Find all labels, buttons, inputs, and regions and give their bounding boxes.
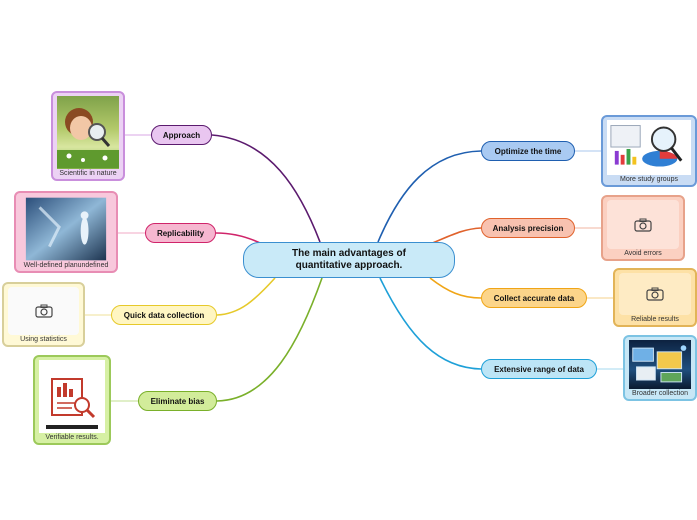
card-caption: Reliable results — [631, 316, 679, 323]
card-caption: Scientific in nature — [59, 170, 117, 177]
branch-approach[interactable]: Approach — [151, 125, 212, 145]
card-avoid-errors[interactable]: Avoid errors — [601, 195, 685, 261]
card-caption: Avoid errors — [624, 250, 662, 257]
branch-quick-label: Quick data collection — [123, 310, 205, 320]
camera-icon — [34, 304, 53, 318]
branch-eliminate-bias[interactable]: Eliminate bias — [138, 391, 217, 411]
connector-extensive — [379, 277, 482, 370]
connector-quick — [216, 277, 276, 316]
branch-bias-label: Eliminate bias — [150, 396, 205, 406]
card-caption: Using statistics — [20, 336, 67, 343]
camera-icon — [646, 287, 664, 301]
card-well-defined-plan[interactable]: Well-defined planundefined — [14, 191, 118, 273]
card-more-study-groups[interactable]: More study groups — [601, 115, 697, 187]
branch-replicability-label: Replicability — [156, 228, 205, 238]
branch-replicability[interactable]: Replicability — [145, 223, 216, 243]
photo-child-magnifier — [57, 96, 119, 169]
card-using-statistics[interactable]: Using statistics — [2, 282, 85, 347]
photo-abstract-figure — [20, 196, 112, 261]
camera-icon — [634, 218, 652, 232]
media-devices-image — [629, 340, 691, 389]
connector-bias — [216, 277, 323, 402]
central-topic-line2: quantitative approach. — [295, 260, 403, 271]
image-placeholder — [607, 200, 679, 249]
branch-optimize-label: Optimize the time — [494, 146, 562, 156]
branch-quick-data-collection[interactable]: Quick data collection — [111, 305, 217, 325]
branch-analysis-label: Analysis precision — [492, 223, 564, 233]
charts-magnifier-image — [607, 120, 691, 175]
connector-collect — [429, 277, 482, 299]
card-caption: Verifiable results. — [45, 434, 99, 441]
central-topic-line1: The main advantages of — [292, 248, 406, 259]
report-magnifier-icon — [39, 360, 105, 433]
card-verifiable-results[interactable]: Verifiable results. — [33, 355, 111, 445]
card-broader-collection[interactable]: Broader collection — [623, 335, 697, 401]
branch-analysis-precision[interactable]: Analysis precision — [481, 218, 575, 238]
connector-optimize — [377, 150, 482, 243]
branch-optimize-the-time[interactable]: Optimize the time — [481, 141, 575, 161]
branch-extensive-range-of-data[interactable]: Extensive range of data — [481, 359, 597, 379]
card-caption: More study groups — [620, 176, 678, 183]
card-scientific-in-nature[interactable]: Scientific in nature — [51, 91, 125, 181]
card-caption: Broader collection — [631, 390, 689, 397]
card-reliable-results[interactable]: Reliable results — [613, 268, 697, 327]
image-placeholder — [8, 287, 79, 335]
branch-collect-accurate-data[interactable]: Collect accurate data — [481, 288, 587, 308]
card-caption: Well-defined planundefined — [23, 262, 109, 269]
branch-approach-label: Approach — [162, 130, 201, 140]
branch-extensive-label: Extensive range of data — [494, 364, 584, 374]
branch-collect-label: Collect accurate data — [493, 293, 575, 303]
image-placeholder — [619, 273, 691, 315]
central-topic[interactable]: The main advantages of quantitative appr… — [243, 242, 455, 278]
connector-approach — [211, 134, 321, 243]
